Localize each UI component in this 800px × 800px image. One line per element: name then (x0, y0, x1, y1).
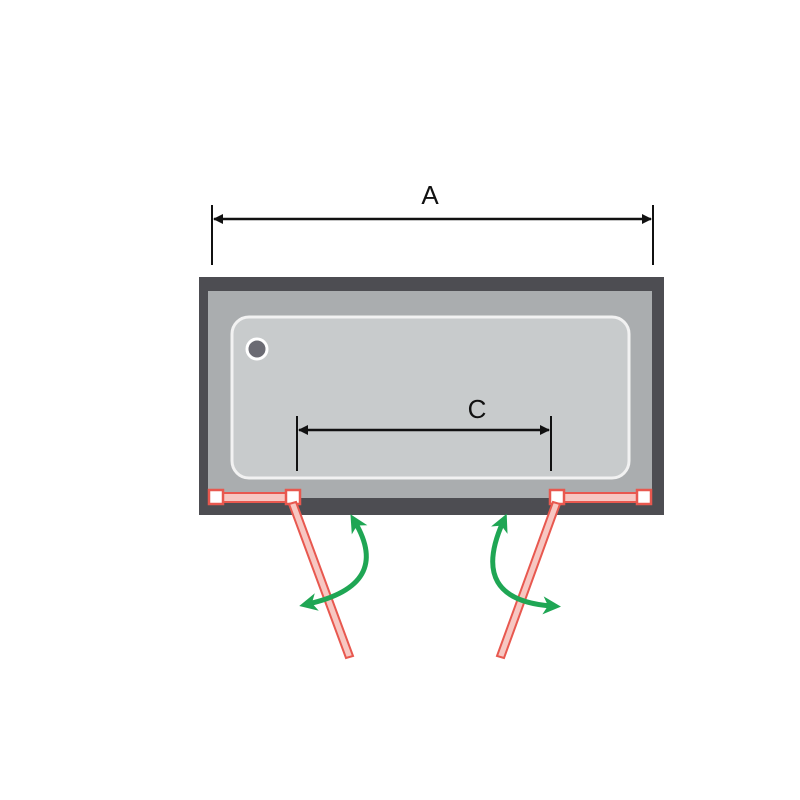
dimension-c-label: C (468, 394, 487, 424)
bathtub-basin (230, 315, 631, 480)
dimension-a: A (211, 180, 654, 265)
right-fixed-panel-glass (556, 492, 645, 503)
right-fixed-panel (548, 488, 653, 506)
left-swing-arrow-icon (299, 514, 369, 611)
drain-icon (245, 337, 269, 361)
right-swing-door (495, 500, 562, 660)
left-fixed-panel-glass (215, 492, 295, 503)
dimension-c: C (296, 394, 552, 471)
left-wall-hinge-icon (207, 488, 225, 506)
bathtub (199, 277, 664, 515)
left-fixed-panel (207, 488, 302, 506)
left-swing-door-glass (287, 500, 355, 660)
right-swing-door-glass (495, 500, 562, 660)
right-wall-hinge-icon (635, 488, 653, 506)
left-swing-door (287, 500, 355, 660)
right-swing-arrow-icon (490, 513, 561, 615)
dimension-a-label: A (421, 180, 439, 210)
